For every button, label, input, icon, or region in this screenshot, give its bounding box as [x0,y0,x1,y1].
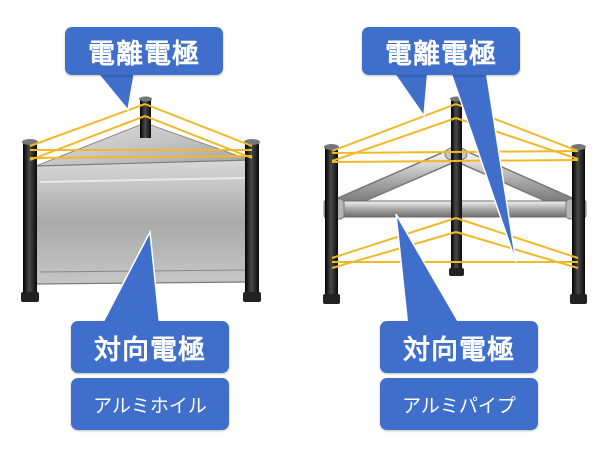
left-material-label: アルミホイル [71,378,229,430]
right-top-arrow-small [390,69,429,119]
left-counter-electrode-label: 対向電極 [71,321,229,373]
left-apparatus [21,69,261,329]
left-post-back [139,96,152,138]
right-ionizing-electrode-label: 電離電極 [362,27,520,75]
right-counter-electrode-label: 対向電極 [380,321,538,373]
right-post-right [570,144,587,304]
left-top-arrow [93,69,136,112]
left-wires [29,103,253,161]
left-post-right [243,139,261,302]
left-ionizing-electrode-label: 電離電極 [65,27,223,75]
right-apparatus [323,69,587,329]
right-post-left [323,144,340,304]
right-material-label: アルミパイプ [380,378,538,430]
left-post-left [21,139,39,302]
right-post-back [449,96,464,276]
